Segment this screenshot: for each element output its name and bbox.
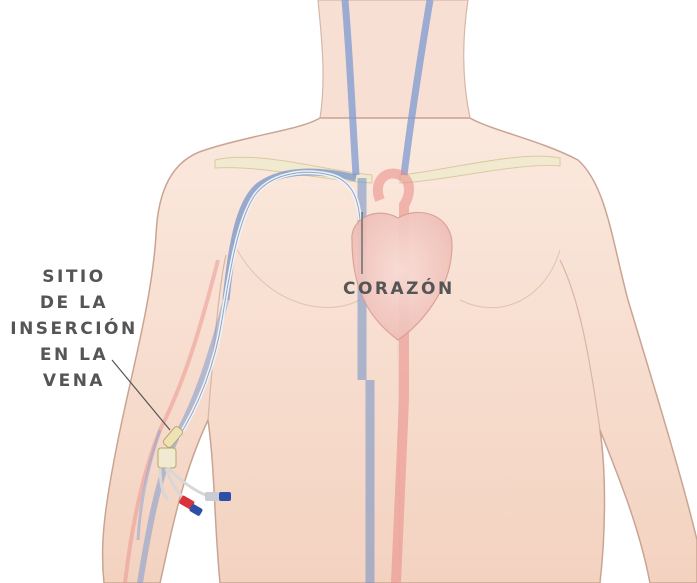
insertion-site-label-line-5: VENA (6, 368, 142, 394)
insertion-site-label-line-4: EN LA (6, 342, 142, 368)
heart-label: CORAZÓN (343, 276, 455, 302)
insertion-site-label-line-2: DE LA (6, 290, 142, 316)
neck (318, 0, 470, 118)
insertion-site-label-line-1: SITIO (6, 264, 142, 290)
insertion-site-label-line-3: INSERCIÓN (6, 316, 142, 342)
insertion-site-label: SITIO DE LA INSERCIÓN EN LA VENA (6, 264, 142, 394)
